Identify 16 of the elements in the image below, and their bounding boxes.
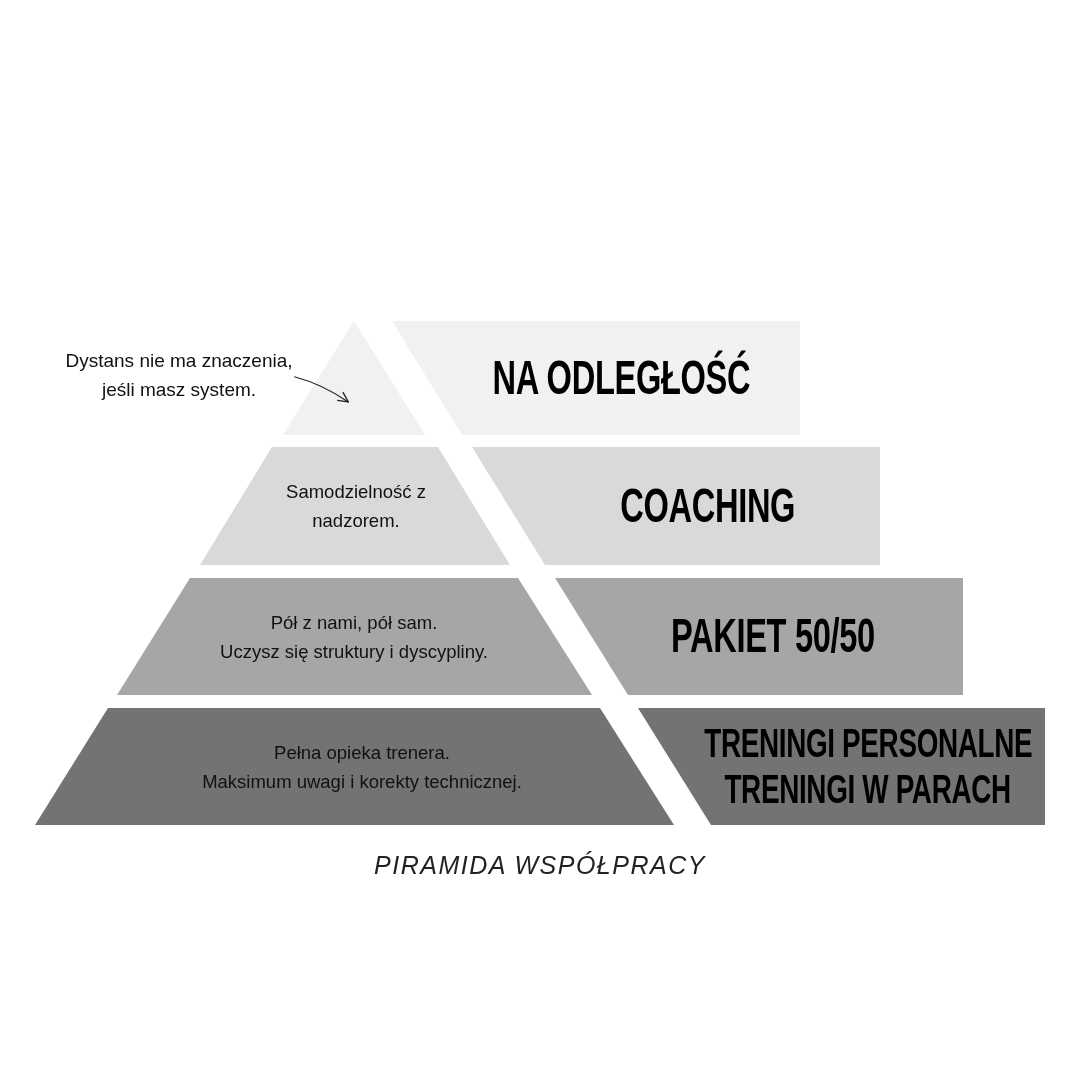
level-band (555, 578, 963, 695)
caption: PIRAMIDA WSPÓŁPRACY (373, 851, 707, 880)
tier-title: NA ODLEGŁOŚĆ (492, 352, 750, 404)
tier-description: Pół z nami, pół sam. (270, 610, 438, 635)
tier-description: Samodzielność z nadzorem. (285, 480, 427, 533)
tier-title: TRENINGI PERSONALNE (703, 722, 1033, 766)
tier-title: PAKIET 50/50 (671, 611, 875, 662)
level-band (472, 447, 880, 565)
tier-title: COACHING (620, 480, 796, 532)
leader-arrow (293, 376, 349, 403)
tier-description: Maksimum uwagi i korekty technicznej. (202, 769, 522, 794)
level-band (638, 708, 1045, 825)
tier-title: TRENINGI W PARACH (724, 767, 1012, 811)
annotation-text: Dystans nie ma znaczenia, jeśli masz system. (64, 349, 294, 402)
tier-description: Uczysz się struktury i dyscypliny. (220, 639, 488, 664)
tier-description: Pełna opieka trenera. (274, 740, 450, 765)
